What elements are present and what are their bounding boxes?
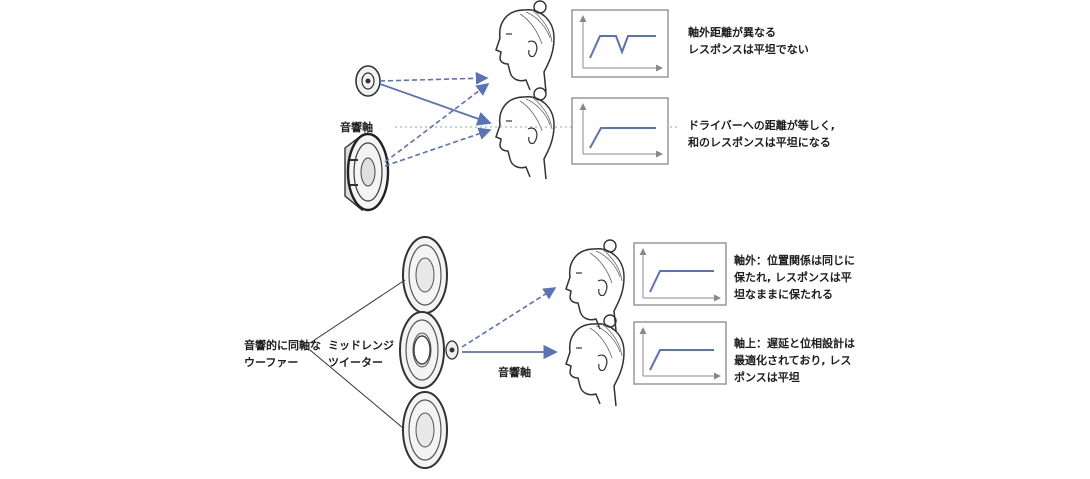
coaxial-woofer-label: 音響的に同軸な ウーファー: [244, 337, 321, 371]
coaxial-speaker-icon: [399, 311, 445, 389]
coaxial-speaker-icon: [402, 236, 448, 314]
woofer-to-upper-head-arrow: [384, 83, 490, 163]
head-profile-icon: [495, 87, 555, 180]
response-graph-icon: [633, 321, 727, 385]
midrange-tweeter-label: ミッドレンジ ツイーター: [328, 337, 394, 371]
woofer-to-lower-head-arrow: [384, 127, 492, 167]
note-line: ポンスは平坦: [734, 371, 800, 384]
label-line: ツイーター: [328, 356, 383, 369]
top-acoustic-axis-label: 音響軸: [340, 121, 373, 134]
note-line: 軸外：位置関係は同じに: [734, 254, 855, 267]
label-line: ウーファー: [244, 356, 299, 369]
note-line: 保たれ, レスポンスは平: [734, 271, 852, 284]
note-line: 坦なままに保たれる: [734, 288, 833, 301]
head-profile-icon: [495, 0, 555, 93]
note-line: 軸上：遅延と位相設計は: [734, 337, 855, 350]
response-graph-icon: [571, 9, 669, 78]
note-line: 軸外距離が異なる: [688, 26, 776, 39]
speaker-to-upper-head-arrow: [461, 287, 557, 348]
label-line: ミッドレンジ: [328, 339, 394, 352]
bottom-acoustic-axis-label: 音響軸: [498, 366, 531, 379]
tweeter-to-upper-head-arrow: [379, 71, 489, 85]
note-line: レスポンスは平坦でない: [688, 43, 809, 56]
tweeter-icon: [445, 340, 459, 360]
woofer-icon: [344, 132, 390, 212]
bottom-on-axis-note: 軸上：遅延と位相設計は 最適化されており, レス ポンスは平坦: [734, 335, 855, 386]
bottom-off-axis-note: 軸外：位置関係は同じに 保たれ, レスポンスは平 坦なままに保たれる: [734, 252, 855, 303]
note-line: 和のレスポンスは平坦になる: [688, 136, 831, 149]
tweeter-to-lower-head-arrow: [379, 83, 492, 126]
top-on-axis-note: ドライバーへの距離が等しく, 和のレスポンスは平坦になる: [688, 117, 835, 151]
note-line: ドライバーへの距離が等しく,: [688, 119, 835, 132]
response-graph-icon: [571, 97, 669, 165]
tweeter-icon: [355, 65, 381, 97]
response-graph-icon: [633, 242, 727, 306]
coaxial-speaker-icon: [402, 391, 448, 469]
label-line: 音響的に同軸な: [244, 339, 321, 352]
top-off-axis-note: 軸外距離が異なる レスポンスは平坦でない: [688, 24, 809, 58]
note-line: 最適化されており, レス: [734, 354, 852, 367]
